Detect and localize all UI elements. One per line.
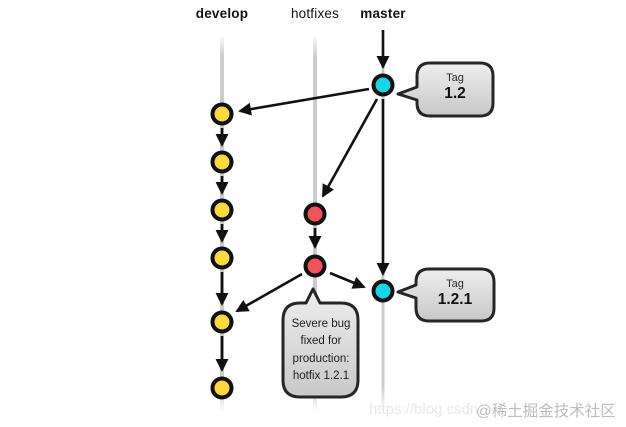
tag-bubble-1-2-1 — [396, 267, 496, 323]
commit-hotfix-2 — [303, 254, 327, 278]
tag-1-2-1-callout: Tag 1.2.1 — [416, 278, 494, 309]
commit-develop-6 — [210, 376, 234, 400]
commit-nodes — [210, 73, 395, 400]
commit-develop-4 — [210, 246, 234, 270]
watermark-community: @稀土掘金技术社区 — [476, 403, 616, 420]
commit-master-1 — [371, 73, 395, 97]
tag-1-2-title: Tag — [446, 72, 464, 84]
tag-bubble-1-2 — [396, 61, 495, 118]
tag-1-2-1-title: Tag — [446, 278, 464, 290]
branch-label-hotfixes: hotfixes — [290, 6, 340, 21]
commit-develop-1 — [210, 102, 234, 126]
branch-label-master: master — [360, 6, 406, 21]
commit-master-2 — [371, 279, 395, 303]
arrow-master1-to-hotfix1 — [321, 98, 379, 198]
tag-1-2-callout: Tag 1.2 — [417, 72, 493, 103]
commit-develop-3 — [210, 198, 234, 222]
arrow-hotfix2-to-master2 — [329, 271, 366, 289]
callout-bubbles — [281, 61, 496, 399]
commit-develop-5 — [210, 310, 234, 334]
branch-label-develop: develop — [195, 6, 249, 21]
watermark-url: https://blog.csdn. — [369, 401, 483, 418]
commit-hotfix-1 — [303, 202, 327, 226]
commit-arrows — [215, 30, 390, 372]
hotfix-note-text: Severe bug fixed for production: hotfix … — [291, 318, 351, 382]
commit-develop-2 — [210, 150, 234, 174]
arrow-master1-to-develop1 — [238, 87, 370, 116]
tag-1-2-version: 1.2 — [444, 85, 466, 102]
arrow-hotfix2-to-develop5 — [235, 272, 303, 313]
note-bubble — [281, 287, 360, 399]
tag-1-2-1-version: 1.2.1 — [437, 291, 473, 308]
